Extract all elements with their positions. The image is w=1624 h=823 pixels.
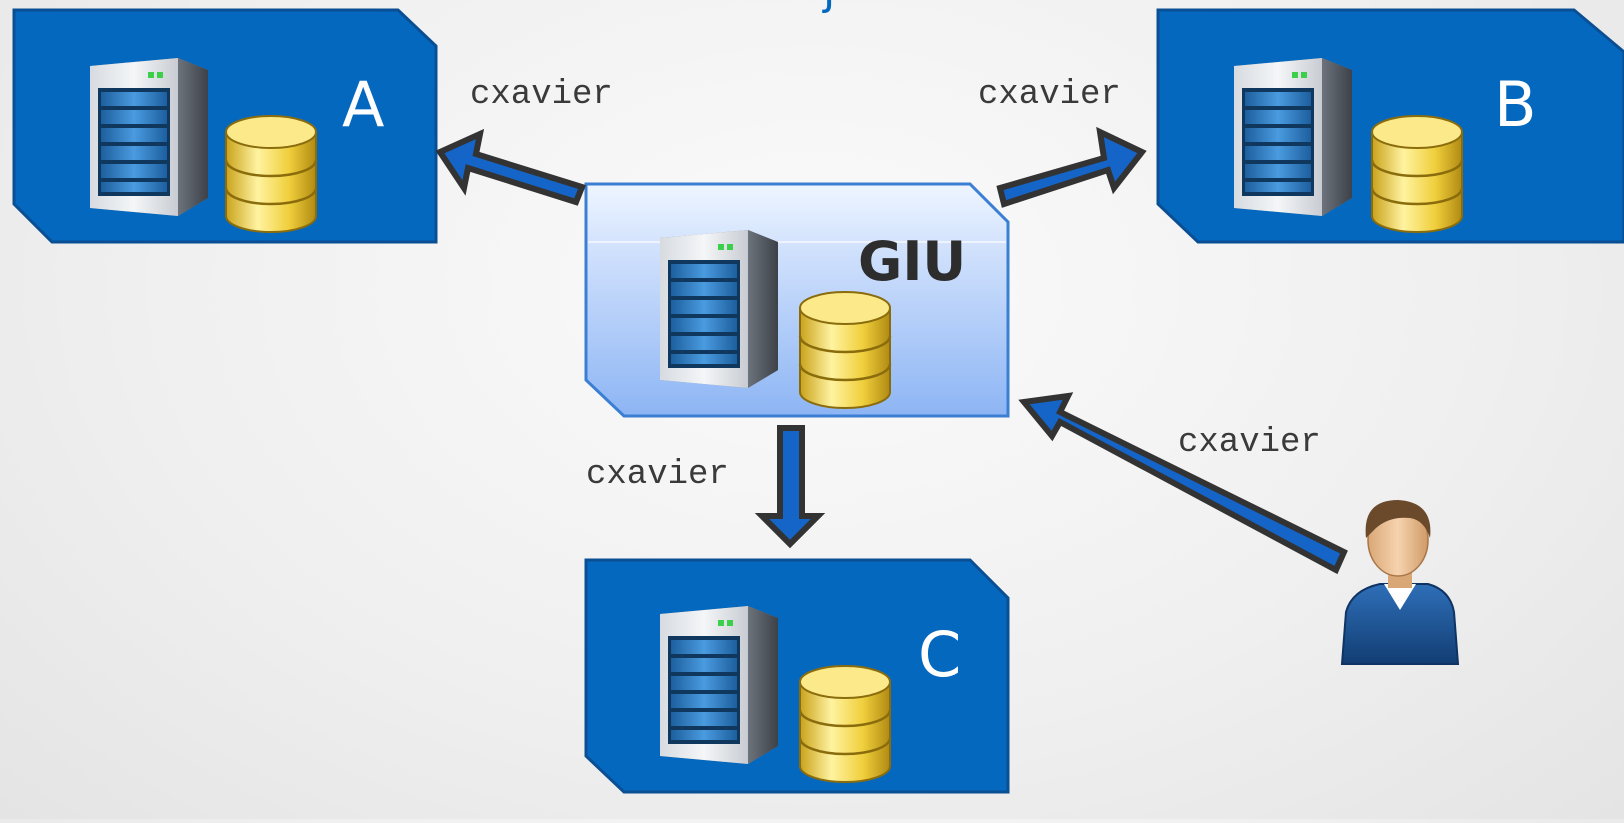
arrow-giu-to-b	[996, 126, 1147, 208]
edge-label-giu-to-a: cxavier	[470, 76, 613, 114]
node-a: A	[12, 8, 438, 244]
server-icon	[660, 606, 778, 764]
node-b: B	[1156, 8, 1624, 244]
edge-label-giu-to-c: cxavier	[586, 456, 729, 494]
arrow-giu-to-a	[435, 128, 586, 206]
node-giu: GIU	[584, 182, 1010, 418]
database-icon	[798, 664, 892, 784]
user-icon	[1340, 500, 1460, 665]
database-icon	[224, 114, 318, 234]
node-giu-label: GIU	[858, 230, 966, 293]
edge-label-user-to-giu: cxavier	[1178, 424, 1321, 462]
node-c-label: C	[918, 618, 961, 691]
server-icon	[1234, 58, 1352, 216]
database-icon	[798, 290, 892, 410]
top-title-fragment: j	[822, 0, 835, 15]
node-c: C	[584, 558, 1010, 794]
server-icon	[660, 230, 778, 388]
database-icon	[1370, 114, 1464, 234]
node-a-label: A	[342, 68, 384, 141]
edge-label-giu-to-b: cxavier	[978, 76, 1121, 114]
arrow-user-to-giu	[1018, 392, 1348, 575]
server-icon	[90, 58, 208, 216]
node-b-label: B	[1494, 68, 1537, 141]
arrow-giu-to-c	[754, 425, 826, 549]
node-giu-box	[584, 182, 1010, 418]
